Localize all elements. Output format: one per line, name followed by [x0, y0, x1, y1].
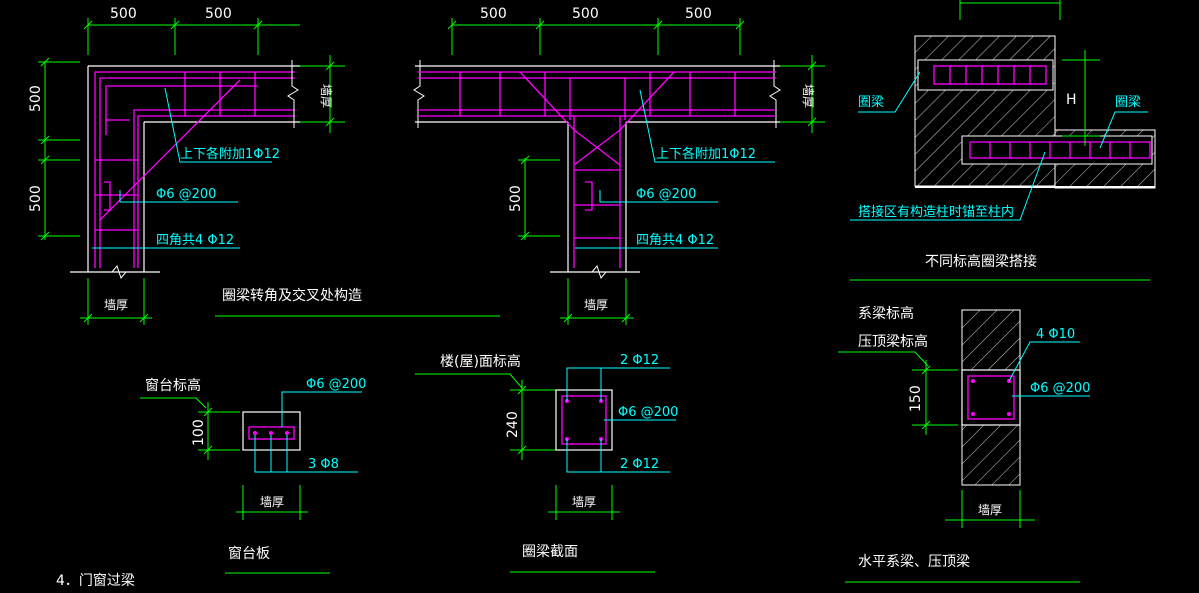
tee-note-top-bottom: 上下各附加1Φ12	[656, 146, 756, 162]
corner-detail: 500 500 500 500	[28, 6, 345, 325]
sill-dim	[198, 402, 240, 460]
step-caption: 不同标高圈梁搭接	[925, 253, 1037, 270]
ring-note-top: 2 Φ12	[620, 353, 659, 368]
tee-note-stirrup: Φ6 @200	[636, 187, 696, 202]
tie-label-line2: 压顶梁标高	[858, 333, 928, 350]
ring-note-bottom: 2 Φ12	[620, 457, 659, 472]
ring-dim	[510, 380, 556, 460]
tee-dim-top-3: 500	[685, 6, 712, 22]
tie-caption: 水平系梁、压顶梁	[858, 554, 970, 570]
step-leaders	[850, 71, 1148, 221]
tee-note-corner-bars: 四角共4 Φ12	[636, 233, 714, 248]
tee-beam-outline	[415, 65, 780, 273]
corner-dim-top-2: 500	[205, 6, 232, 22]
tie-wall: 墙厚	[978, 503, 1002, 517]
corner-dim-top-1: 500	[110, 6, 137, 22]
corner-note-stirrup: Φ6 @200	[156, 187, 216, 202]
corner-note-top-bottom: 上下各附加1Φ12	[180, 146, 280, 162]
step-dim-top	[959, 0, 1061, 20]
tee-wall-label: 墙厚	[801, 84, 815, 108]
ring-leaders	[566, 367, 676, 473]
corner-wall-label: 墙厚	[319, 84, 333, 108]
ring-label-elev: 楼(屋)面标高	[440, 353, 521, 370]
corner-wall-bottom: 墙厚	[104, 298, 128, 312]
tie-beam-detail: 系梁标高 压顶梁标高 150 4 Φ10 Φ6 @200 墙厚 水平系梁、压顶梁	[838, 305, 1090, 583]
tie-note-stirrup: Φ6 @200	[1030, 381, 1090, 396]
corner-rebar	[94, 71, 295, 268]
ring-note-stirrup: Φ6 @200	[618, 405, 678, 420]
corner-note-corner-bars: 四角共4 Φ12	[156, 233, 234, 248]
tee-dim-top-2: 500	[572, 6, 599, 22]
tie-wall-dim	[945, 490, 1035, 528]
sill-detail: 窗台标高 100 Φ6 @200 3 Φ8 墙厚 窗台板	[140, 377, 366, 574]
tee-dim-top	[447, 18, 745, 55]
step-dim-h-label: H	[1066, 92, 1077, 108]
sill-note-bars: 3 Φ8	[308, 457, 339, 472]
tee-detail: 500 500 500 500	[413, 6, 825, 325]
step-label-left: 圈梁	[858, 95, 884, 110]
ring-wall-dim	[548, 485, 620, 520]
sill-caption: 窗台板	[228, 545, 270, 562]
step-rebar	[933, 65, 1151, 159]
ring-caption: 圈梁截面	[522, 544, 578, 560]
tee-dim-left: 500	[508, 185, 524, 212]
tee-wall-bottom: 墙厚	[584, 298, 608, 312]
tee-rebar	[418, 71, 776, 268]
corner-wall-dim	[300, 55, 345, 133]
step-dim-h	[1062, 50, 1100, 146]
corner-dim-left	[38, 57, 80, 241]
tee-dim-left	[518, 155, 560, 241]
tie-leaders	[1008, 341, 1090, 397]
ring-dim-height: 240	[505, 411, 521, 438]
sill-wall-dim	[236, 485, 308, 520]
corner-leaders	[92, 87, 272, 249]
tee-leaders	[575, 89, 775, 249]
ring-wall: 墙厚	[572, 495, 596, 509]
corner-bottom-dim	[80, 278, 152, 325]
sill-wall: 墙厚	[260, 495, 284, 509]
step-detail: H 圈梁 圈梁 搭接区有构造柱时锚至柱内 不同标高圈梁搭接	[850, 0, 1156, 281]
ring-section: 楼(屋)面标高 240 2 Φ12 Φ6 @200 2 Φ12 墙厚	[415, 353, 678, 573]
tee-bottom-dim	[560, 278, 634, 325]
corner-dim-top	[83, 18, 300, 55]
step-note-anchor: 搭接区有构造柱时锚至柱内	[858, 204, 1014, 220]
tee-wall-dim	[780, 55, 825, 133]
tie-note-bars: 4 Φ10	[1036, 327, 1075, 342]
tee-dim-top-1: 500	[480, 6, 507, 22]
sill-note-stirrup: Φ6 @200	[306, 377, 366, 392]
corner-dim-left-1: 500	[28, 85, 44, 112]
tie-dim-height: 150	[908, 385, 924, 412]
caption-corner: 圈梁转角及交叉处构造	[222, 287, 362, 304]
section-heading: 4．门窗过梁	[56, 572, 135, 589]
corner-dim-left-2: 500	[28, 185, 44, 212]
corner-break-line	[287, 60, 299, 128]
sill-dim-height: 100	[191, 419, 207, 446]
sill-label-elev: 窗台标高	[145, 377, 201, 394]
sill-leaders	[254, 391, 362, 473]
corner-beam-outline	[70, 65, 300, 273]
step-label-right: 圈梁	[1115, 95, 1141, 110]
tie-dim	[912, 360, 958, 435]
tie-label-line1: 系梁标高	[858, 305, 914, 322]
